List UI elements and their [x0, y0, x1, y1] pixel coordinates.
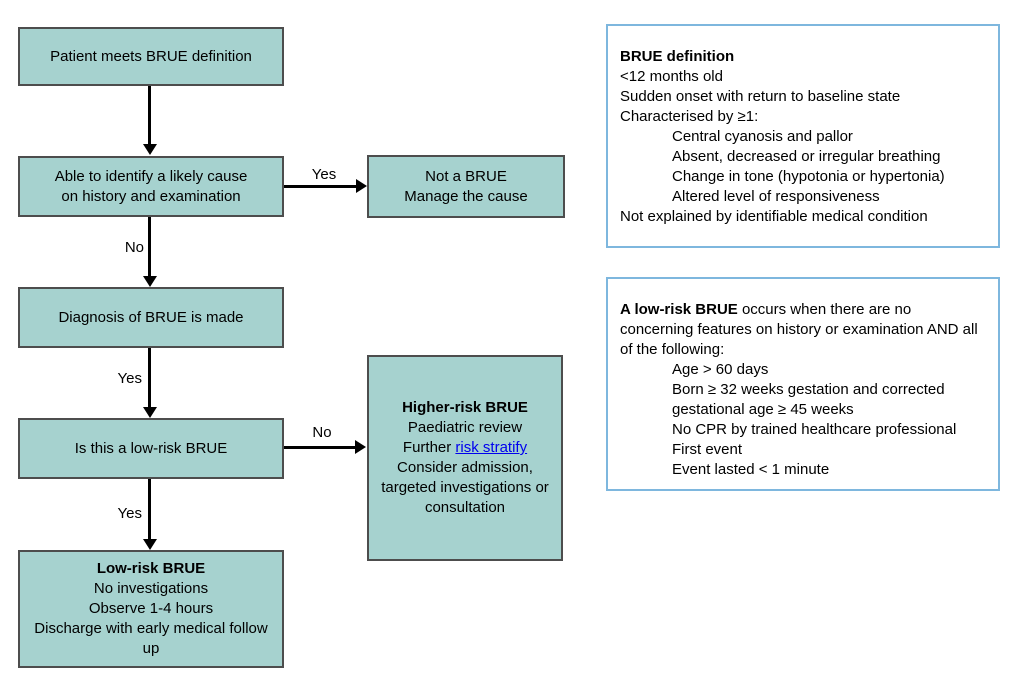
low-risk-criterion: Born ≥ 32 weeks gestation and corrected … [672, 381, 945, 418]
arrow-identify-to-diagnosis [148, 217, 151, 277]
panel-low-risk-definition-intro-bold: A low-risk BRUE [620, 301, 738, 318]
brue-criterion: Altered level of responsiveness [672, 188, 880, 205]
node-identify-cause-line1: Able to identify a likely cause [54, 167, 248, 185]
low-risk-criterion: Age > 60 days [672, 361, 769, 378]
node-low-risk-outcome: Low-risk BRUE No investigations Observe … [18, 550, 284, 668]
panel-low-risk-definition: A low-risk BRUE occurs when there are no… [606, 277, 1000, 491]
node-not-a-brue-line1: Not a BRUE [425, 167, 507, 185]
panel-low-risk-definition-intro: A low-risk BRUE occurs when there are no… [620, 300, 986, 360]
arrow-diagnosis-to-question [148, 348, 151, 408]
arrow-question-to-higherrisk [284, 446, 356, 449]
node-low-risk-outcome-line3: Discharge with early medical follow up [34, 620, 268, 657]
edge-label-yes-question: Yes [117, 505, 142, 522]
node-diagnosis-made-text: Diagnosis of BRUE is made [58, 308, 244, 326]
node-higher-risk-line1: Paediatric review [407, 419, 523, 436]
arrowhead-down-icon [143, 144, 157, 155]
low-risk-criterion: First event [672, 441, 743, 458]
brue-criterion: Change in tone (hypotonia or hypertonia) [672, 168, 945, 185]
node-higher-risk-title: Higher-risk BRUE [402, 399, 528, 416]
arrowhead-down-icon [143, 539, 157, 550]
node-diagnosis-made: Diagnosis of BRUE is made [18, 287, 284, 348]
arrow-question-to-lowrisk [148, 479, 151, 540]
arrowhead-right-icon [356, 179, 367, 193]
edge-label-no-identify: No [124, 239, 144, 256]
arrow-patient-to-identify [148, 86, 151, 145]
node-patient-meets-brue: Patient meets BRUE definition [18, 27, 284, 86]
risk-stratify-link[interactable]: risk stratify [455, 439, 528, 456]
node-identify-cause: Able to identify a likely cause on histo… [18, 156, 284, 217]
node-low-risk-question-text: Is this a low-risk BRUE [74, 439, 228, 457]
panel-brue-definition-line3: Characterised by ≥1: [620, 108, 759, 125]
panel-low-risk-definition-intro-rest: occurs when there are no concerning feat… [620, 301, 978, 358]
node-low-risk-outcome-line2: Observe 1-4 hours [88, 600, 214, 617]
arrowhead-down-icon [143, 407, 157, 418]
edge-label-yes-diagnosis: Yes [117, 370, 142, 387]
panel-brue-definition: BRUE definition <12 months old Sudden on… [606, 24, 1000, 248]
low-risk-criterion: No CPR by trained healthcare professiona… [672, 421, 957, 438]
edge-label-yes-identify: Yes [311, 166, 337, 183]
low-risk-criterion: Event lasted < 1 minute [672, 461, 830, 478]
node-not-a-brue: Not a BRUE Manage the cause [367, 155, 565, 218]
arrowhead-down-icon [143, 276, 157, 287]
node-low-risk-outcome-title: Low-risk BRUE [96, 560, 206, 577]
panel-brue-definition-line1: <12 months old [620, 68, 723, 85]
node-low-risk-outcome-line1: No investigations [93, 580, 209, 597]
node-not-a-brue-line2: Manage the cause [404, 187, 528, 205]
node-higher-risk: Higher-risk BRUE Paediatric review Furth… [367, 355, 563, 561]
brue-criterion: Absent, decreased or irregular breathing [672, 148, 941, 165]
node-higher-risk-line2-prefix: Further [402, 439, 456, 456]
brue-criterion: Central cyanosis and pallor [672, 128, 853, 145]
panel-brue-definition-line2: Sudden onset with return to baseline sta… [620, 88, 901, 105]
node-higher-risk-line3: Consider admission, targeted investigati… [381, 459, 549, 516]
arrow-identify-to-notbrue [284, 185, 357, 188]
arrowhead-right-icon [355, 440, 366, 454]
edge-label-no-question: No [312, 424, 332, 441]
node-higher-risk-line2: Further risk stratify [403, 438, 527, 458]
node-identify-cause-line2: on history and examination [61, 187, 241, 205]
panel-brue-definition-footer: Not explained by identifiable medical co… [620, 208, 928, 225]
panel-brue-definition-title: BRUE definition [620, 48, 735, 65]
node-low-risk-question: Is this a low-risk BRUE [18, 418, 284, 479]
node-patient-meets-brue-text: Patient meets BRUE definition [50, 47, 252, 65]
